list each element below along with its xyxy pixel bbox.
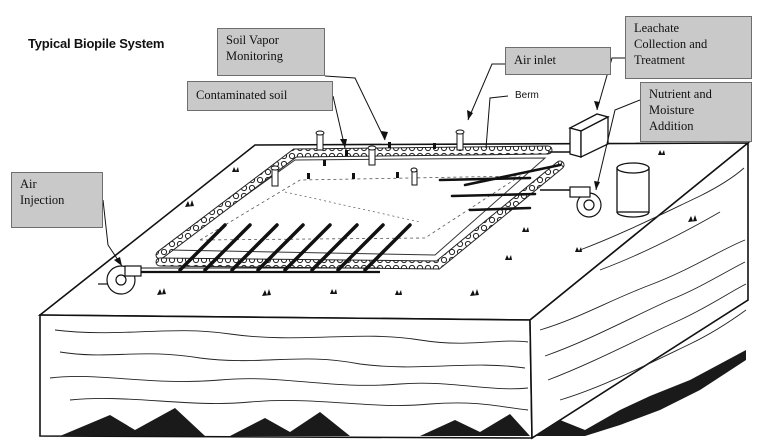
air-inlet-label: Air inlet (505, 47, 611, 75)
air-injection-blower (98, 265, 142, 295)
aeration-pipes (178, 223, 412, 272)
grass-tufts (157, 150, 697, 296)
right-blower (569, 186, 602, 218)
contaminated-soil-label: Contaminated soil (187, 81, 333, 111)
leachate-pipes (438, 163, 562, 212)
soil-vapor-probes (270, 129, 465, 187)
berm-label: Berm (515, 90, 539, 101)
leachate-collection-label: Leachate Collection and Treatment (625, 16, 752, 79)
probe-markers (307, 142, 436, 179)
callout-arrowheads (114, 101, 600, 266)
bedrock-shading (60, 350, 746, 436)
leachate-treatment-tank (568, 113, 610, 159)
air-injection-label: Air Injection (11, 172, 103, 228)
soil-strata-lines (49, 167, 747, 411)
callout-leaders (102, 57, 641, 267)
nutrient-moisture-label: Nutrient and Moisture Addition (640, 82, 752, 142)
pile-dash-line (284, 191, 421, 223)
nutrient-tank (616, 162, 650, 218)
berm (155, 145, 565, 270)
soil-vapor-monitoring-label: Soil Vapor Monitoring (217, 28, 325, 76)
diagram-title: Typical Biopile System (28, 36, 165, 51)
pile-outline-dashed (198, 175, 522, 241)
